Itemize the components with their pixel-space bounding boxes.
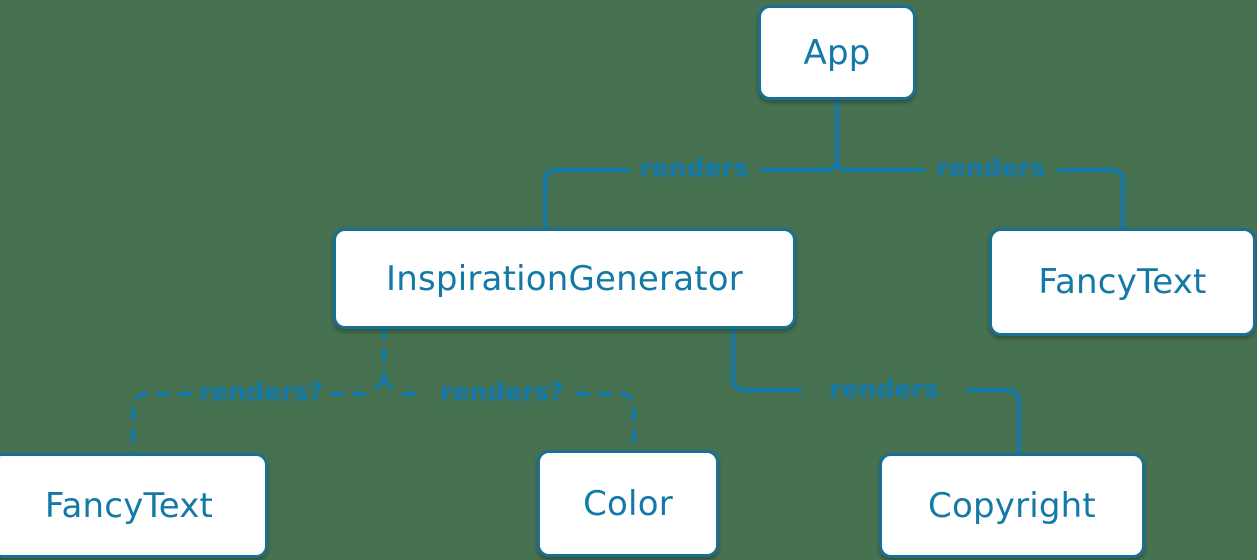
- node-app[interactable]: App: [758, 5, 916, 100]
- node-app-label: App: [803, 32, 871, 73]
- edge-inspgen-to-copyright: [731, 327, 1021, 455]
- node-copyright-label: Copyright: [928, 485, 1096, 526]
- node-color[interactable]: Color: [537, 450, 719, 557]
- node-copyright[interactable]: Copyright: [879, 453, 1145, 558]
- node-inspirationgenerator[interactable]: InspirationGenerator: [333, 228, 796, 329]
- edge-label-app-fancytext: renders: [936, 153, 1046, 183]
- node-inspirationgenerator-label: InspirationGenerator: [386, 258, 743, 299]
- edge-inspgen-dashed-split-left: [368, 378, 386, 396]
- edge-app-to-fancytext: [845, 168, 1125, 230]
- node-fancytext-bottom[interactable]: FancyText: [0, 453, 268, 558]
- edge-label-inspirationgenerator-fancytext: renders?: [199, 377, 323, 407]
- edge-label-app-inspirationgenerator: renders: [639, 153, 749, 183]
- edge-inspgen-to-fancytext-bottom: [131, 392, 366, 455]
- node-fancytext-bottom-label: FancyText: [44, 485, 214, 526]
- edge-label-inspirationgenerator-color: renders?: [440, 377, 564, 407]
- edge-app-trunk-right: [835, 158, 849, 172]
- node-fancytext-right-label: FancyText: [1038, 262, 1207, 302]
- node-color-label: Color: [583, 483, 673, 524]
- edge-app-to-inspirationgenerator: [543, 168, 829, 230]
- edge-inspgen-to-color: [402, 392, 636, 452]
- edge-label-inspirationgenerator-copyright: renders: [829, 374, 939, 404]
- edge-inspgen-dashed-split-right: [382, 378, 400, 396]
- node-fancytext-right[interactable]: FancyText: [989, 228, 1256, 336]
